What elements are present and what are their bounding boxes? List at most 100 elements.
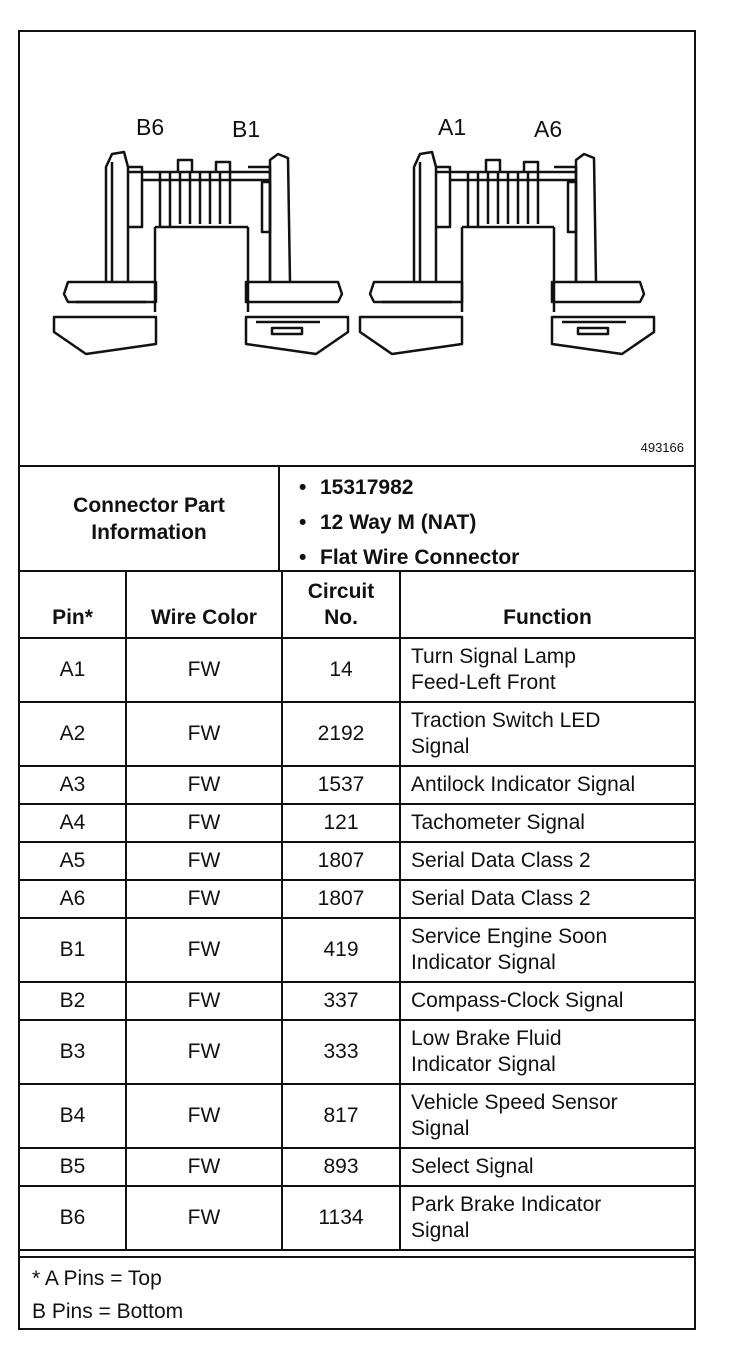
pin-cell: B6 xyxy=(20,1185,127,1251)
function-line: Select Signal xyxy=(411,1155,534,1178)
connector-illustration: B6 B1 A1 A6 493166 xyxy=(20,32,694,466)
wire-color-cell: FW xyxy=(125,1019,283,1085)
circuit-cell: 1537 xyxy=(281,765,401,805)
pin-label-a1: A1 xyxy=(438,114,467,140)
connector-a-side xyxy=(358,150,656,356)
pin-cell: B5 xyxy=(20,1147,127,1187)
function-line: Antilock Indicator Signal xyxy=(411,773,636,796)
function-line: Traction Switch LED xyxy=(411,709,601,732)
function-line: Low Brake Fluid xyxy=(411,1027,562,1050)
pin-cell: B2 xyxy=(20,981,127,1021)
connector-info-title-text: Connector Part Information xyxy=(73,493,225,544)
wire-color-cell: FW xyxy=(125,701,283,767)
wire-color-cell: FW xyxy=(125,1147,283,1187)
header-function: Function xyxy=(399,572,694,639)
pin-label-b1: B1 xyxy=(232,116,261,142)
pin-cell: B3 xyxy=(20,1019,127,1085)
circuit-cell: 817 xyxy=(281,1083,401,1149)
function-line: Vehicle Speed Sensor xyxy=(411,1091,618,1114)
pin-label-a6: A6 xyxy=(534,116,563,142)
circuit-cell: 121 xyxy=(281,803,401,843)
connector-b-side xyxy=(52,150,350,356)
circuit-cell: 14 xyxy=(281,637,401,703)
function-line: Feed-Left Front xyxy=(411,671,556,694)
circuit-cell: 1807 xyxy=(281,841,401,881)
function-cell: Antilock Indicator Signal xyxy=(399,765,694,805)
function-line: Park Brake Indicator xyxy=(411,1193,602,1216)
connector-way-count: 12 Way M (NAT) xyxy=(282,508,694,543)
wire-color-cell: FW xyxy=(125,765,283,805)
circuit-cell: 419 xyxy=(281,917,401,983)
circuit-cell: 1134 xyxy=(281,1185,401,1251)
function-line: Compass-Clock Signal xyxy=(411,989,624,1012)
connector-part-number: 15317982 xyxy=(282,473,694,508)
footnote-line-2: B Pins = Bottom xyxy=(32,1300,184,1323)
pin-cell: A4 xyxy=(20,803,127,843)
wire-color-cell: FW xyxy=(125,1083,283,1149)
wire-color-cell: FW xyxy=(125,841,283,881)
header-circuit-line1: Circuit xyxy=(307,580,375,603)
function-line: Indicator Signal xyxy=(411,951,556,974)
figure-id: 493166 xyxy=(640,440,684,455)
connector-sheet: B6 B1 A1 A6 493166 Connector Part Inform… xyxy=(18,30,696,1330)
header-pin: Pin* xyxy=(20,572,127,639)
connector-info-header: Connector Part Information 15317982 12 W… xyxy=(20,465,694,573)
wire-color-cell: FW xyxy=(125,803,283,843)
circuit-cell: 2192 xyxy=(281,701,401,767)
pin-footnote: * A Pins = Top B Pins = Bottom xyxy=(20,1256,694,1328)
function-cell: Traction Switch LED Signal xyxy=(399,701,694,767)
function-line: Service Engine Soon xyxy=(411,925,608,948)
connector-drawing xyxy=(52,150,656,356)
connector-info-title: Connector Part Information xyxy=(20,467,280,570)
pin-cell: A1 xyxy=(20,637,127,703)
header-wire-color: Wire Color xyxy=(125,572,283,639)
pinout-header-row: Pin* Wire Color Circuit No. Function xyxy=(20,572,694,639)
header-circuit: Circuit No. xyxy=(281,572,401,639)
function-line: Serial Data Class 2 xyxy=(411,849,591,872)
footnote-line-1: * A Pins = Top xyxy=(32,1267,162,1290)
function-line: Signal xyxy=(411,735,470,758)
circuit-cell: 893 xyxy=(281,1147,401,1187)
connector-type: Flat Wire Connector xyxy=(282,543,694,578)
pin-cell: A2 xyxy=(20,701,127,767)
wire-color-cell: FW xyxy=(125,917,283,983)
function-cell: Tachometer Signal xyxy=(399,803,694,843)
function-line: Serial Data Class 2 xyxy=(411,887,591,910)
function-line: Turn Signal Lamp xyxy=(411,645,576,668)
function-cell: Select Signal xyxy=(399,1147,694,1187)
function-line: Indicator Signal xyxy=(411,1053,556,1076)
wire-color-cell: FW xyxy=(125,1185,283,1251)
pin-cell: B1 xyxy=(20,917,127,983)
header-circuit-line2: No. xyxy=(324,606,358,629)
circuit-cell: 333 xyxy=(281,1019,401,1085)
wire-color-cell: FW xyxy=(125,981,283,1021)
function-line: Signal xyxy=(411,1219,470,1242)
pin-cell: A6 xyxy=(20,879,127,919)
pin-cell: A5 xyxy=(20,841,127,881)
pin-cell: A3 xyxy=(20,765,127,805)
connector-info-list: 15317982 12 Way M (NAT) Flat Wire Connec… xyxy=(282,467,694,573)
pin-label-b6: B6 xyxy=(136,114,165,140)
wire-color-cell: FW xyxy=(125,879,283,919)
function-cell: Serial Data Class 2 xyxy=(399,879,694,919)
function-line: Tachometer Signal xyxy=(411,811,585,834)
wire-color-cell: FW xyxy=(125,637,283,703)
